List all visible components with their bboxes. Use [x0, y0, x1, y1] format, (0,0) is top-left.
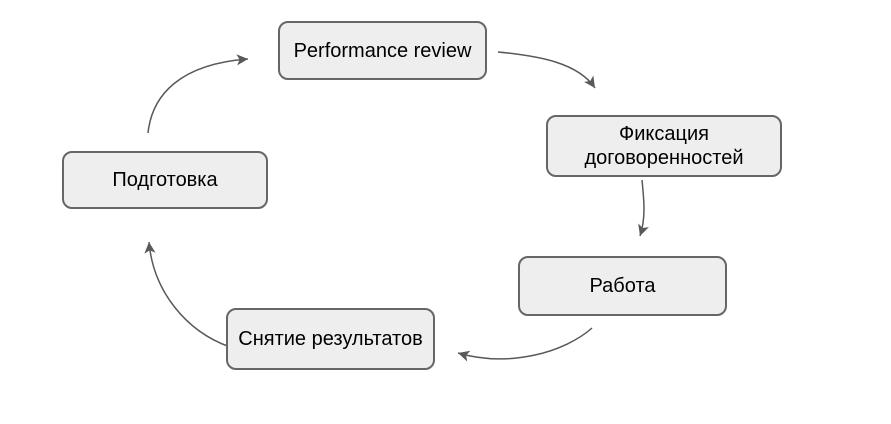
edge-results-to-preparation: [144, 241, 231, 348]
node-results: Снятие результатов: [226, 308, 435, 370]
edge-work-to-results: [457, 327, 593, 362]
node-performance-review-label: Performance review: [293, 39, 472, 62]
edge-performance-review-to-fixation: [497, 51, 596, 89]
node-performance-review: Performance review: [278, 21, 487, 80]
node-work-label: Работа: [589, 275, 656, 297]
edge-preparation-to-performance-review: [147, 54, 249, 134]
node-fixation-label: Фиксация договоренностей: [584, 123, 744, 169]
node-preparation-label: Подготовка: [112, 169, 218, 191]
node-fixation: Фиксация договоренностей: [546, 115, 782, 177]
node-results-label: Снятие результатов: [238, 328, 423, 350]
node-preparation: Подготовка: [62, 151, 268, 209]
node-work: Работа: [518, 256, 727, 316]
edge-fixation-to-work: [638, 179, 649, 237]
